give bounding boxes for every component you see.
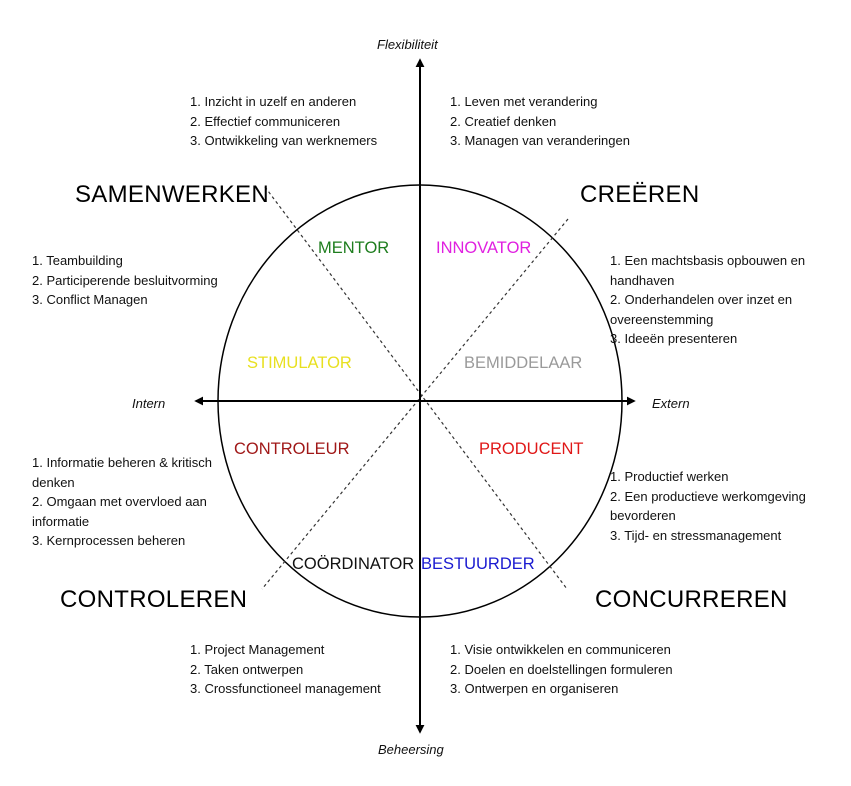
list-item: 1. Een machtsbasis opbouwen en handhaven (610, 253, 806, 288)
role-innovator: INNOVATOR (436, 239, 532, 257)
list-item: 1. Project Management (190, 642, 325, 657)
axis-label-bottom: Beheersing (378, 742, 444, 757)
axis-label-left: Intern (132, 396, 166, 411)
list-item: 2. Doelen en doelstellingen formuleren (450, 661, 673, 677)
list-item: 3. Managen van veranderingen (450, 133, 630, 148)
list-item: 1. Informatie beheren & kritisch denken (32, 455, 212, 490)
skills-list-bemiddelaar: 1. Een machtsbasis opbouwen en handhaven… (610, 251, 835, 349)
list-item: 2. Creatief denken (450, 113, 557, 129)
list-item: 3. Conflict Managen (32, 292, 148, 307)
list-item: 2. Een productieve werkomgeving bevorder… (610, 488, 806, 524)
list-item: 2. Taken ontwerpen (190, 661, 304, 677)
quadrant-title-controleren: CONTROLEREN (60, 586, 248, 613)
list-item: 1. Visie ontwikkelen en communiceren (450, 642, 671, 657)
list-item: 1. Teambuilding (32, 253, 123, 268)
list-item: 3. Kernprocessen beheren (32, 533, 186, 548)
role-stimulator: STIMULATOR (247, 354, 352, 372)
quadrant-title-creeren: CREËREN (580, 181, 700, 208)
skills-list-producent: 1. Productief werken 2. Een productieve … (610, 467, 840, 545)
skills-list-stimulator: 1. Teambuilding 2. Participerende beslui… (32, 251, 262, 310)
skills-list-innovator: 1. Leven met verandering 2. Creatief den… (450, 92, 680, 151)
list-item: 3. Ideeën presenteren (610, 331, 738, 346)
list-item: 2. Omgaan met overvloed aan informatie (32, 494, 207, 529)
list-item: 3. Tijd- en stressmanagement (610, 527, 782, 543)
list-item: 2. Onderhandelen over inzet en overeenst… (610, 292, 793, 327)
role-bestuurder: BESTUURDER (421, 555, 535, 573)
skills-list-coordinator: 1. Project Management 2. Taken ontwerpen… (190, 640, 415, 699)
skills-list-controleur: 1. Informatie beheren & kritisch denken … (32, 453, 237, 551)
role-mentor: MENTOR (318, 239, 390, 257)
quadrant-title-samenwerken: SAMENWERKEN (75, 181, 269, 208)
list-item: 1. Leven met verandering (450, 94, 598, 109)
skills-list-bestuurder: 1. Visie ontwikkelen en communiceren 2. … (450, 640, 710, 699)
list-item: 3. Ontwikkeling van werknemers (190, 133, 378, 148)
list-item: 2. Participerende besluitvorming (32, 272, 218, 288)
diagonal-line-2 (261, 218, 569, 590)
list-item: 1. Inzicht in uzelf en anderen (190, 94, 357, 109)
skills-list-mentor: 1. Inzicht in uzelf en anderen 2. Effect… (190, 92, 415, 151)
list-item: 3. Ontwerpen en organiseren (450, 681, 619, 696)
role-controleur: CONTROLEUR (234, 440, 350, 458)
axis-label-right: Extern (652, 396, 690, 411)
list-item: 2. Effectief communiceren (190, 113, 341, 129)
role-coordinator: COÖRDINATOR (292, 555, 415, 573)
role-producent: PRODUCENT (479, 440, 584, 458)
role-bemiddelaar: BEMIDDELAAR (464, 354, 583, 372)
axis-label-top: Flexibiliteit (377, 37, 438, 52)
quadrant-title-concurreren: CONCURREREN (595, 586, 788, 613)
list-item: 1. Productief werken (610, 469, 729, 484)
list-item: 3. Crossfunctioneel management (190, 681, 381, 696)
